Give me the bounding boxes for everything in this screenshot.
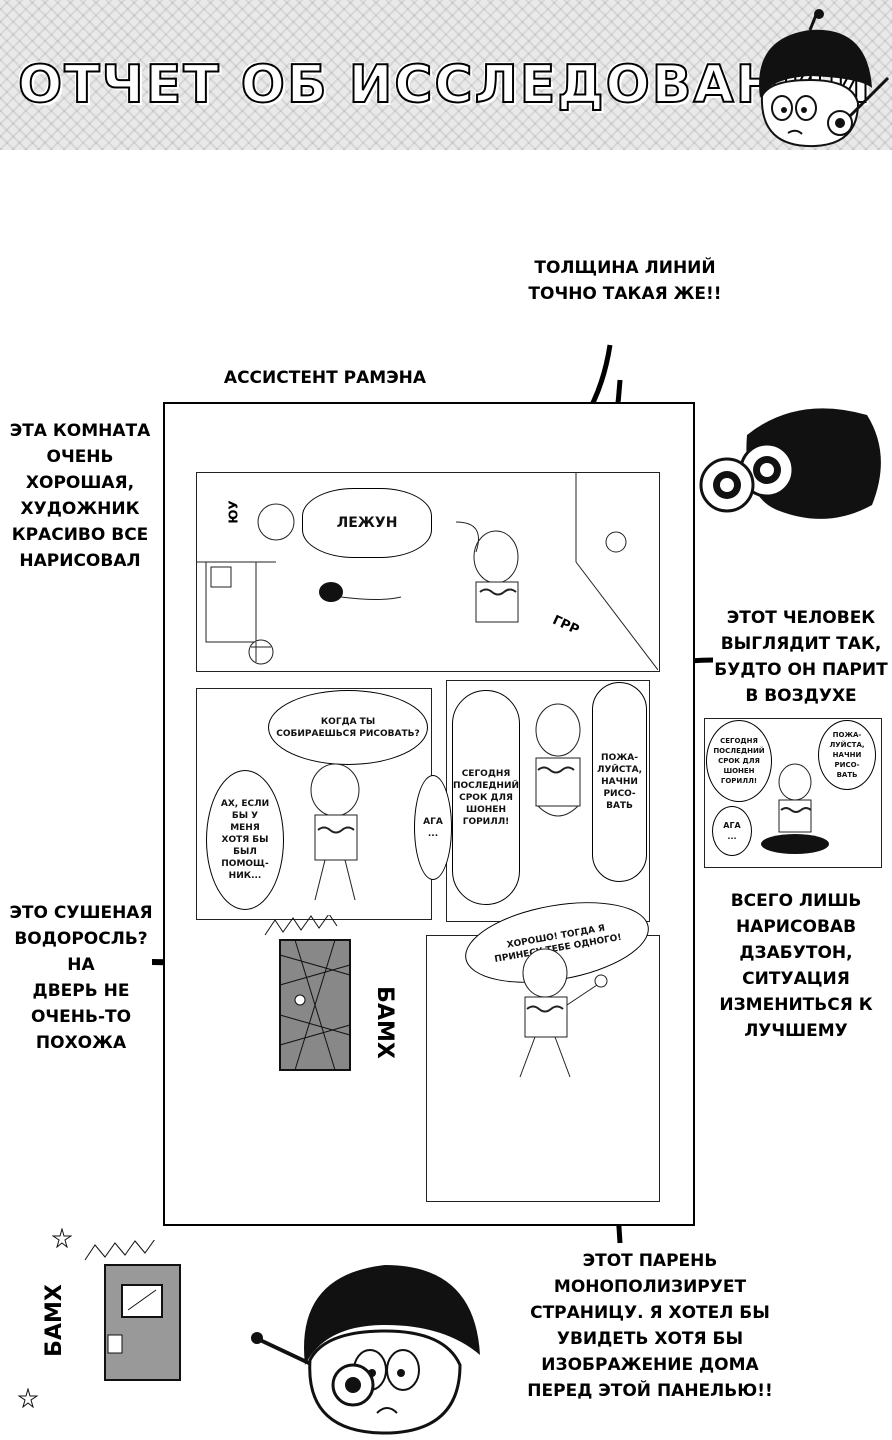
speech-bubble: КОГДА ТЫ СОБИРАЕШЬСЯ РИСОВАТЬ? <box>268 690 428 765</box>
sfx-bamkh-bottom: БАМХ <box>41 1284 67 1357</box>
goggles-helmet-icon <box>699 408 881 519</box>
speech-bubble: АХ, ЕСЛИ БЫ У МЕНЯ ХОТЯ БЫ БЫЛ ПОМОЩ- НИ… <box>206 770 284 910</box>
page-title: ОТЧЕТ ОБ ИССЛЕДОВАНИИ <box>17 54 873 116</box>
door-icon <box>84 1240 181 1381</box>
sfx-lejun-cloud: ЛЕЖУН <box>302 488 432 558</box>
star-icon <box>18 1388 38 1408</box>
character-drawing <box>519 948 608 1078</box>
speech-bubble: ПОЖА- ЛУЙСТА, НАЧНИ РИСО- ВАТЬ <box>818 720 876 790</box>
assistant-caption: АССИСТЕНТ РАМЭНА <box>223 368 427 388</box>
line-thickness-note: ТОЛЩИНА ЛИНИЙ ТОЧНО ТАКАЯ ЖЕ!! <box>528 258 722 304</box>
seaweed-comment: ЭТО СУШЕНАЯ ВОДОРОСЛЬ? НА ДВЕРЬ НЕ ОЧЕНЬ… <box>9 903 153 1053</box>
character-drawing <box>310 763 360 901</box>
header-banner <box>0 0 892 150</box>
speech-bubble: АГА ... <box>414 775 452 880</box>
speech-bubble: СЕГОДНЯ ПОСЛЕДНИЙ СРОК ДЛЯ ШОНЕН ГОРИЛЛ! <box>452 690 520 905</box>
character-on-zabuton-drawing <box>761 763 829 854</box>
room-scene-drawing <box>196 472 658 670</box>
speech-bubble: СЕГОДНЯ ПОСЛЕДНИЙ СРОК ДЛЯ ШОНЕН ГОРИЛЛ! <box>706 720 772 802</box>
mascot-bottom-icon <box>251 1265 480 1435</box>
sfx-bamkh-comic: БАМХ <box>371 986 397 1059</box>
zabuton-comment: ВСЕГО ЛИШЬ НАРИСОВАВ ДЗАБУТОН, СИТУАЦИЯ … <box>719 891 873 1041</box>
mascot-header-icon <box>759 9 890 148</box>
speech-bubble: АГА ... <box>712 806 752 856</box>
speech-bubble: ПОЖА- ЛУЙСТА, НАЧНИ РИСО- ВАТЬ <box>592 682 647 882</box>
star-icon <box>52 1228 72 1248</box>
door-drawing <box>264 915 351 1071</box>
sfx-you: ЮУ <box>226 500 241 524</box>
monopoly-comment: ЭТОТ ПАРЕНЬ МОНОПОЛИЗИРУЕТ СТРАНИЦУ. Я Х… <box>527 1251 773 1401</box>
room-comment: ЭТА КОМНАТА ОЧЕНЬ ХОРОШАЯ, ХУДОЖНИК КРАС… <box>9 421 151 571</box>
character-drawing <box>535 703 581 817</box>
floating-comment: ЭТОТ ЧЕЛОВЕК ВЫГЛЯДИТ ТАК, БУДТО ОН ПАРИ… <box>714 608 888 706</box>
